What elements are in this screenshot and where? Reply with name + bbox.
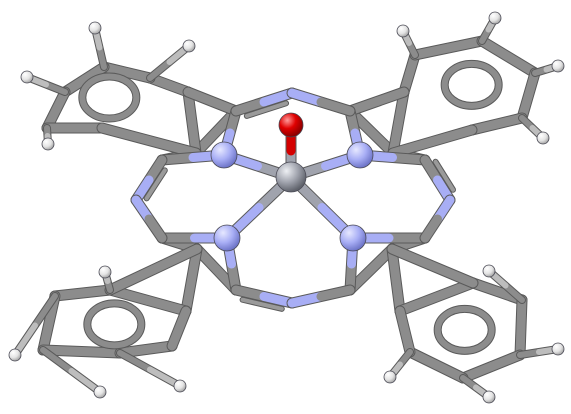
bond [96,44,107,70]
bond [143,296,191,316]
aromatic-ring-layer [78,59,503,355]
bond [395,306,410,336]
nitrogen-atom [210,141,238,169]
bond [147,59,173,81]
bond [428,261,478,288]
hydrogen-atom [173,379,187,393]
oxygen-atom [278,112,304,138]
bond [231,97,269,116]
double-bond [144,168,167,201]
bond [444,36,487,53]
hydrogen-atom [536,131,550,145]
hydrogen-atom [396,24,410,38]
bond [149,244,202,274]
aromatic-ring-1 [79,73,140,122]
nitrogen-atom [339,224,367,252]
hydrogen-atom [20,70,34,84]
bond [428,125,477,146]
bond [32,293,58,329]
bond [287,292,326,308]
bond [487,350,525,371]
bond [395,292,441,316]
bond [420,214,442,243]
bond [97,123,154,145]
bond [40,347,75,374]
metal-atom [275,161,307,193]
bond [516,295,527,332]
bond [117,350,153,373]
bond [144,136,201,158]
bond [502,282,525,303]
bond [287,88,326,107]
bond [316,285,355,301]
hydrogen-atom [182,39,196,53]
hydrogen-atom [93,385,107,399]
bond [410,43,453,60]
hydrogen-atom [482,390,496,404]
nitrogen-atom [346,141,374,169]
bond [388,137,437,158]
bond [387,244,437,271]
hydrogen-atom [551,59,565,73]
double-bond [244,101,289,118]
hydrogen-atom [41,137,55,151]
aromatic-ring-4 [434,305,495,354]
hydrogen-atom [482,264,496,278]
atom-layer [8,11,565,404]
hydrogen-atom [488,11,502,25]
double-bond [240,297,284,311]
hydrogen-atom [8,348,22,362]
bond [477,36,513,62]
bond [432,360,468,383]
nitrogen-atom [213,224,241,252]
bond [105,265,158,295]
hydrogen-atom [98,265,112,279]
bond [144,214,167,243]
aromatic-ring-2 [441,60,502,109]
double-bond [433,159,456,192]
bond [77,347,125,358]
bond [231,285,269,301]
bond [372,87,409,106]
bond [43,81,68,95]
bond [517,349,542,358]
bond [174,306,191,333]
hydrogen-atom [88,21,102,35]
bond [316,97,355,116]
aromatic-ring-3 [84,300,145,349]
hydrogen-atom [383,370,397,384]
hydrogen-atom [551,342,565,356]
